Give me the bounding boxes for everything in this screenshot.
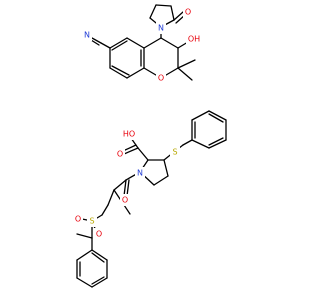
acid-hydroxyl: HO (120, 128, 138, 140)
lactam-nitrogen: N (156, 22, 166, 34)
svg-text:O: O (117, 150, 123, 159)
sulfonyl-oxygen-left: O (73, 213, 83, 225)
thioether-sulfur: S (170, 146, 180, 158)
amide-oxygen: O (120, 194, 130, 206)
svg-text:N: N (137, 169, 143, 178)
ring-oxygen: O (156, 72, 166, 84)
acid-carbonyl-oxygen: O (115, 148, 125, 160)
structure-canvas: N O N OH O HO O S (73, 4, 227, 288)
svg-text:OH: OH (188, 35, 200, 44)
svg-text:O: O (75, 215, 81, 224)
svg-text:HO: HO (123, 130, 135, 139)
sulfonyl-oxygen-right: O (94, 228, 104, 240)
svg-text:S: S (172, 148, 177, 157)
bond-lines (76, 4, 227, 288)
sulfonyl-sulfur: S (87, 215, 97, 227)
svg-text:O: O (96, 230, 102, 239)
atom-labels: N O N OH O HO O S (73, 6, 202, 240)
proline-nitrogen: N (135, 167, 145, 179)
svg-text:N: N (84, 31, 90, 40)
svg-text:N: N (158, 24, 164, 33)
hydroxyl-group: OH (186, 33, 202, 45)
svg-text:S: S (89, 217, 94, 226)
svg-text:O: O (185, 8, 191, 17)
lactam-oxygen: O (183, 6, 193, 18)
svg-text:O: O (122, 196, 128, 205)
cyano-nitrogen: N (82, 29, 92, 41)
svg-text:O: O (158, 74, 164, 83)
